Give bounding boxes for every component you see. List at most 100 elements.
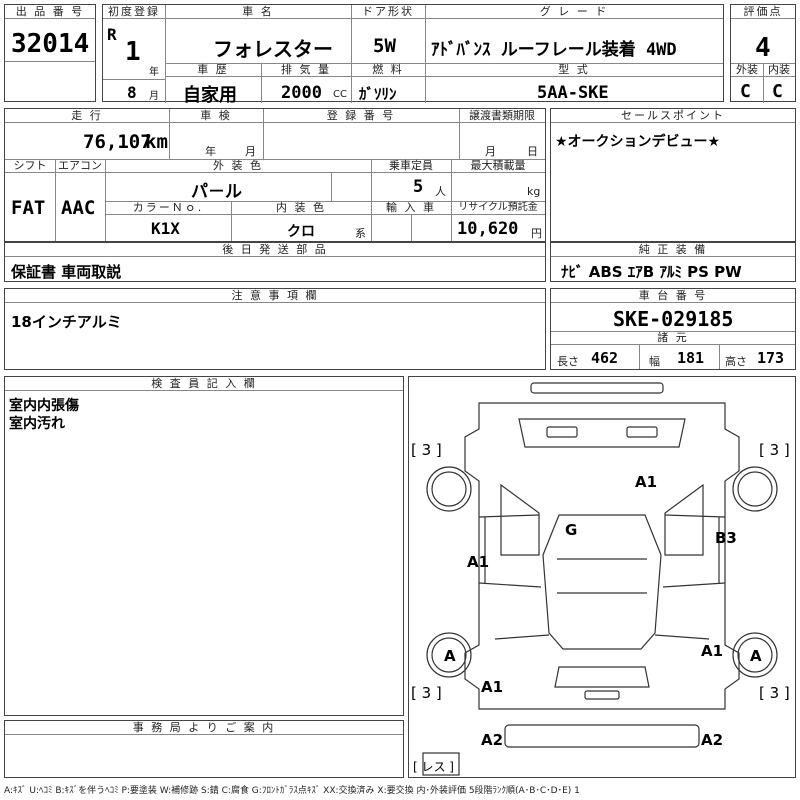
chassis-box: 車 台 番 号 SKE-029185 諸 元 長さ 462 幅 181 高さ 1…	[550, 288, 796, 370]
mark-rear-right-wheel: A	[750, 647, 762, 665]
reg-month: 8	[127, 83, 137, 102]
model-code-label: 型 式	[425, 63, 723, 77]
door-type: 5W	[373, 35, 396, 57]
height: 173	[757, 349, 785, 367]
inspector-box: 検 査 員 記 入 欄 室内内張傷 室内汚れ	[4, 376, 404, 716]
mark-rear-left-wheel: A	[444, 647, 456, 665]
mileage-label: 走 行	[5, 109, 169, 123]
width-label: 幅	[649, 355, 660, 368]
interior-label: 内装	[763, 63, 795, 77]
genuine-equipment-box: 純 正 装 備 ﾅﾋﾞ ABS ｴｱB ｱﾙﾐ PS PW	[550, 242, 796, 282]
transfer-month-unit: 月	[485, 145, 496, 158]
sales-point-box: セールスポイント ★オークションデビュー★	[550, 108, 796, 242]
mileage: 76,107	[83, 131, 152, 153]
history: 自家用	[183, 85, 237, 106]
inspection-year-unit: 年	[205, 145, 216, 158]
car-diagram-box: [ 3 ] [ 3 ] [ 3 ] [ 3 ] A1 G A1 B3 A A A…	[408, 376, 796, 778]
displacement-unit: CC	[333, 89, 347, 100]
details-box: 走 行 76,107 km 車 検 年 月 登 録 番 号 譲渡書類期限 月 日…	[4, 108, 546, 242]
caution-text: 18インチアルミ	[11, 313, 122, 331]
history-label: 車 歴	[165, 63, 261, 77]
era: R	[107, 25, 117, 44]
mark-left-door: A1	[467, 553, 489, 571]
interior-color-label: 内 装 色	[231, 201, 371, 215]
import-label: 輸 入 車	[371, 201, 451, 215]
chassis-label: 車 台 番 号	[551, 289, 795, 303]
exterior-color: パ－ル	[191, 182, 242, 202]
length-label: 長さ	[557, 355, 579, 368]
aircon: AAC	[61, 197, 96, 219]
recycle-fee: 10,620	[457, 219, 519, 239]
door-label: ドア形状	[351, 5, 425, 19]
capacity: 5	[413, 177, 424, 197]
first-reg-label: 初度登録	[103, 5, 165, 19]
max-load-label: 最大積載量	[451, 159, 545, 173]
specs-label: 諸 元	[551, 331, 795, 345]
mark-roof: G	[565, 521, 577, 539]
inspection-label: 車 検	[169, 109, 263, 123]
mileage-unit: km	[145, 131, 168, 153]
mark-rear-bumper-right: A2	[701, 731, 723, 749]
interior-color: クロ	[287, 224, 315, 240]
color-no-label: カラーＮｏ.	[105, 201, 231, 215]
transfer-label: 譲渡書類期限	[459, 109, 545, 123]
capacity-unit: 人	[435, 185, 446, 198]
caution-label: 注 意 事 項 欄	[5, 289, 545, 303]
vehicle-header-box: 初度登録 R 1 年 8 月 車 名 フォレスター ドア形状 5W グ レ ー …	[102, 4, 724, 106]
exterior-color-label: 外 装 色	[105, 159, 371, 173]
office-label: 事 務 局 よ り ご 案 内	[5, 721, 403, 735]
registration-label: 登 録 番 号	[263, 109, 459, 123]
height-label: 高さ	[725, 355, 747, 368]
sales-point-label: セールスポイント	[551, 109, 795, 123]
mark-rear-bumper-left: A2	[481, 731, 503, 749]
capacity-label: 乗車定員	[371, 159, 451, 173]
reg-year: 1	[125, 37, 141, 67]
later-parts: 保証書 車両取説	[11, 263, 122, 281]
later-parts-box: 後 日 発 送 部 品 保証書 車両取説	[4, 242, 546, 282]
shift: FAT	[11, 197, 46, 219]
displacement-label: 排 気 量	[261, 63, 351, 77]
max-load-unit: kg	[527, 185, 541, 198]
inspector-line-1: 室内内張傷	[9, 398, 79, 414]
mark-hood: A1	[635, 473, 657, 491]
interior-grade: C	[772, 81, 783, 102]
lot-number-label: 出 品 番 号	[5, 5, 95, 19]
lot-number: 32014	[11, 29, 90, 59]
score-box: 評価点 4 外装 内装 C C	[730, 4, 796, 103]
mark-left-quarter: A1	[481, 678, 503, 696]
bracket-front-left: [ 3 ]	[411, 441, 442, 459]
genuine-equipment-label: 純 正 装 備	[551, 243, 795, 257]
fuel-label: 燃 料	[351, 63, 425, 77]
grade-label: グ レ ー ド	[425, 5, 723, 19]
inspection-month-unit: 月	[245, 145, 256, 158]
exterior-label: 外装	[731, 63, 763, 77]
bracket-rear-right: [ 3 ]	[759, 684, 790, 702]
genuine-equipment: ﾅﾋﾞ ABS ｴｱB ｱﾙﾐ PS PW	[561, 263, 742, 281]
car-name-label: 車 名	[165, 5, 351, 19]
aircon-label: エアコン	[55, 159, 105, 173]
shift-label: シフト	[5, 159, 55, 173]
recycle-label: リサイクル預託金	[451, 201, 545, 215]
transfer-day-unit: 日	[527, 145, 538, 158]
lot-number-box: 出 品 番 号 32014	[4, 4, 96, 102]
color-no: K1X	[151, 219, 180, 238]
bracket-rear-left: [ 3 ]	[411, 684, 442, 702]
recycle-unit: 円	[531, 227, 542, 240]
interior-color-unit: 系	[355, 227, 366, 240]
exterior-grade: C	[740, 81, 751, 102]
score-label: 評価点	[731, 5, 795, 19]
mark-right-quarter: A1	[701, 642, 723, 660]
legend: A:ｷｽﾞ U:ﾍｺﾐ B:ｷｽﾞを伴うﾍｺﾐ P:要塗装 W:補修跡 S:錆 …	[4, 786, 580, 796]
bracket-front-right: [ 3 ]	[759, 441, 790, 459]
grade: ｱﾄﾞﾊﾞﾝｽ ルーフレール装着 4WD	[431, 40, 677, 60]
fuel: ｶﾞｿﾘﾝ	[359, 85, 397, 103]
reg-year-unit: 年	[149, 67, 159, 78]
width: 181	[677, 349, 705, 367]
car-name: フォレスター	[213, 37, 333, 61]
mark-right-door: B3	[715, 529, 737, 547]
sales-point: ★オークションデビュー★	[555, 134, 721, 150]
later-parts-label: 後 日 発 送 部 品	[5, 243, 545, 257]
chassis-number: SKE-029185	[613, 307, 734, 331]
spare-tire-mark: [ レス ]	[413, 760, 454, 774]
car-diagram: [ 3 ] [ 3 ] [ 3 ] [ 3 ] A1 G A1 B3 A A A…	[411, 382, 790, 776]
